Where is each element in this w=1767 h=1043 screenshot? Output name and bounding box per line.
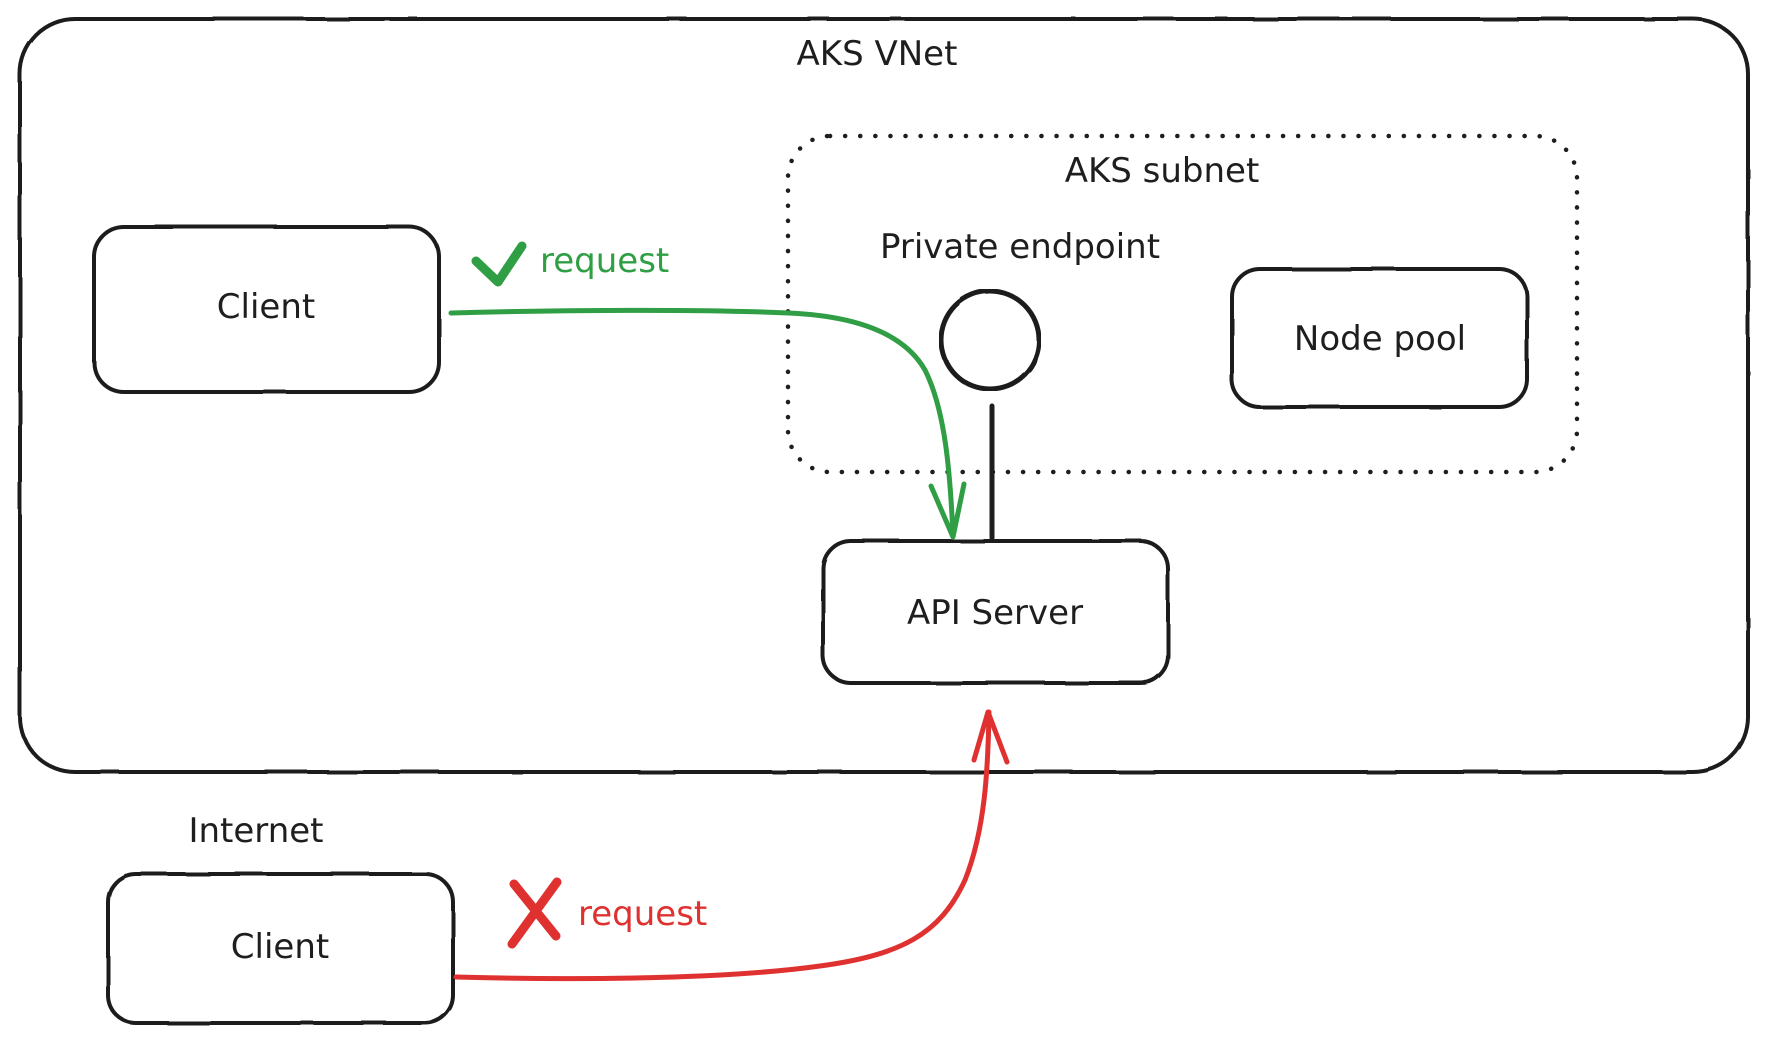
node-pool-box[interactable] <box>1230 267 1529 409</box>
subnet-label: AKS subnet <box>1065 151 1260 191</box>
client-internal-box[interactable] <box>92 225 441 394</box>
api-server-label: API Server <box>907 593 1083 633</box>
private-endpoint-circle[interactable] <box>938 288 1042 392</box>
allowed-request-path <box>448 307 956 538</box>
blocked-request-path <box>453 709 992 982</box>
api-server-box[interactable] <box>821 539 1170 685</box>
blocked-arrowhead <box>971 709 1010 765</box>
client-internal-node[interactable]: Client <box>92 225 441 394</box>
allowed-request-label: request <box>540 241 669 281</box>
client-external-box[interactable] <box>106 872 455 1025</box>
vnet-label: AKS VNet <box>797 34 958 74</box>
private-endpoint-node[interactable]: Private endpoint <box>880 227 1160 392</box>
blocked-request-edge: request <box>453 709 1010 982</box>
vnet-border <box>18 17 1750 774</box>
client-external-label: Client <box>231 927 329 967</box>
allowed-request-edge: request <box>448 241 967 540</box>
api-server-node[interactable]: API Server <box>821 539 1170 685</box>
client-internal-label: Client <box>217 287 315 327</box>
blocked-request-label: request <box>578 894 707 934</box>
x-icon <box>507 877 562 949</box>
client-external-node[interactable]: Client <box>106 872 455 1025</box>
internet-label: Internet <box>188 811 323 851</box>
private-endpoint-label: Private endpoint <box>880 227 1160 267</box>
vnet-container: AKS VNet <box>18 17 1750 774</box>
node-pool-node[interactable]: Node pool <box>1230 267 1529 409</box>
node-pool-label: Node pool <box>1294 319 1466 359</box>
subnet-container: AKS subnet <box>785 133 1580 475</box>
allowed-arrowhead <box>928 481 967 540</box>
check-icon <box>471 241 527 287</box>
